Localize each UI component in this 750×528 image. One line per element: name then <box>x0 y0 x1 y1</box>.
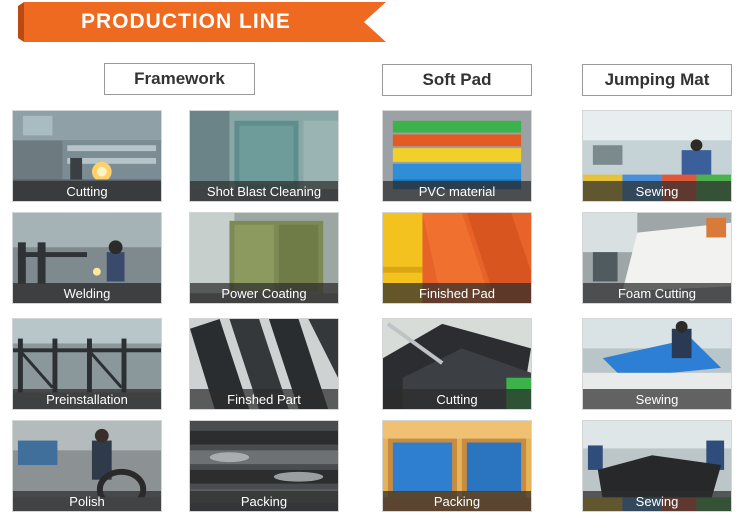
photo-caption: Power Coating <box>190 283 338 303</box>
photo-tile-packing-framework: Packing <box>189 420 339 512</box>
photo-tile-finished-pad: Finished Pad <box>382 212 532 304</box>
photo-tile-sewing-1: Sewing <box>582 110 732 202</box>
photo-tile-sewing-3: Sewing <box>582 420 732 512</box>
photo-tile-sewing-2: Sewing <box>582 318 732 410</box>
photo-caption: Foam Cutting <box>583 283 731 303</box>
photo-tile-welding: Welding <box>12 212 162 304</box>
photo-tile-packing-soft-pad: Packing <box>382 420 532 512</box>
photo-caption: Packing <box>190 491 338 511</box>
photo-tile-pvc-material: PVC material <box>382 110 532 202</box>
photo-caption: Shot Blast Cleaning <box>190 181 338 201</box>
photo-tile-finshed-part: Finshed Part <box>189 318 339 410</box>
photo-tile-cutting: Cutting <box>12 110 162 202</box>
photo-caption: Sewing <box>583 181 731 201</box>
photo-caption: Cutting <box>383 389 531 409</box>
wrapped-parts-photo <box>190 421 338 511</box>
page-title: PRODUCTION LINE <box>81 10 291 33</box>
photo-tile-shot-blast-cleaning: Shot Blast Cleaning <box>189 110 339 202</box>
banner-ribbon-shape <box>18 2 386 42</box>
photo-tile-cutting-soft-pad: Cutting <box>382 318 532 410</box>
section-label-jumping-mat: Jumping Mat <box>582 64 732 96</box>
photo-caption: Sewing <box>583 491 731 511</box>
photo-caption: Welding <box>13 283 161 303</box>
photo-caption: Preinstallation <box>13 389 161 409</box>
photo-tile-preinstallation: Preinstallation <box>12 318 162 410</box>
photo-tile-foam-cutting: Foam Cutting <box>582 212 732 304</box>
photo-caption: PVC material <box>383 181 531 201</box>
photo-caption: Polish <box>13 491 161 511</box>
photo-caption: Packing <box>383 491 531 511</box>
photo-tile-power-coating: Power Coating <box>189 212 339 304</box>
photo-caption: Sewing <box>583 389 731 409</box>
photo-caption: Finished Pad <box>383 283 531 303</box>
header-banner: PRODUCTION LINE <box>18 2 386 42</box>
photo-caption: Cutting <box>13 181 161 201</box>
section-label-framework: Framework <box>104 63 255 95</box>
photo-tile-polish: Polish <box>12 420 162 512</box>
section-label-soft-pad: Soft Pad <box>382 64 532 96</box>
photo-caption: Finshed Part <box>190 389 338 409</box>
